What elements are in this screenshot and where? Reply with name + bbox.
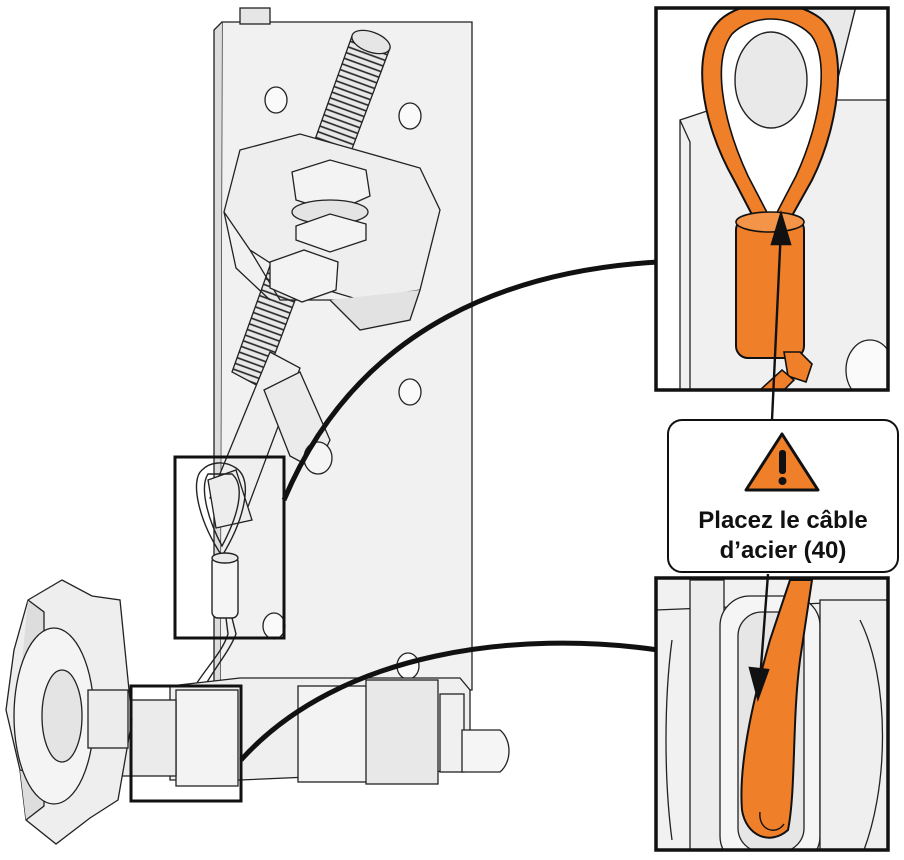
callout-line-2: d’acier (40) bbox=[720, 537, 847, 564]
detail-panel-top bbox=[654, 6, 890, 392]
arrow-icon bbox=[748, 209, 792, 703]
hex-nuts bbox=[269, 159, 371, 303]
plate-holes bbox=[262, 86, 422, 680]
warning-triangle-icon bbox=[744, 432, 820, 492]
connector-arc-bottom bbox=[239, 640, 659, 762]
bottom-shaft bbox=[119, 677, 510, 787]
detail-panel-bottom bbox=[654, 576, 890, 852]
detail-frame-small-bottom bbox=[129, 684, 243, 803]
callout-line-1: Placez le câble bbox=[698, 507, 867, 534]
left-wing-knob bbox=[5, 579, 133, 845]
warning-callout: Placez le câble d’acier (40) bbox=[667, 419, 899, 573]
detail-frame-small-top bbox=[173, 455, 286, 640]
connector-arc-top bbox=[281, 259, 659, 501]
